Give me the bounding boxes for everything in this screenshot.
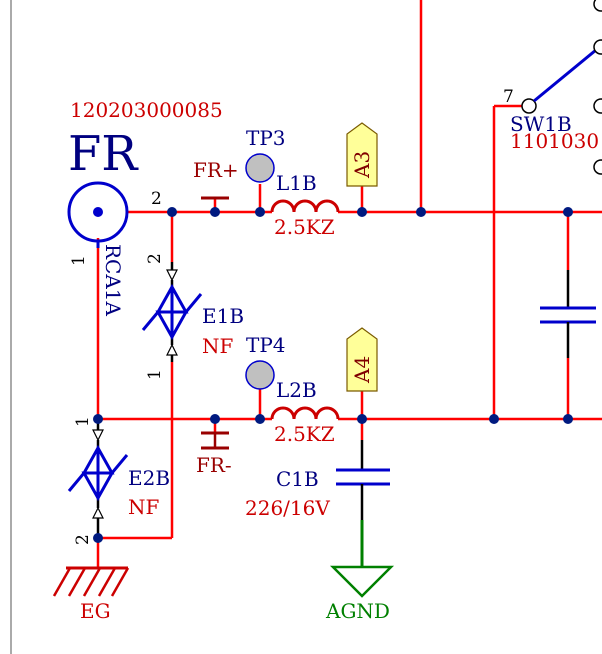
capacitor-right-partial — [540, 270, 596, 358]
capacitor-c1b: C1B 226/16V — [245, 440, 390, 567]
sw1b-pin: 7 — [503, 87, 514, 107]
port-a3: A3 — [346, 122, 378, 187]
net-label-fr-minus: FR- — [196, 431, 232, 477]
connector-ref: RCA1A — [101, 244, 125, 317]
e2b-pin-bottom: 2 — [73, 534, 93, 545]
connector-part-number: 120203000085 — [70, 98, 223, 122]
tp3-label: TP3 — [246, 126, 286, 150]
net-label-fr-plus: FR+ — [193, 158, 239, 200]
e1b-value: NF — [202, 334, 234, 358]
rca-connector: 120203000085 FR RCA1A 1 2 — [67, 98, 223, 317]
inductor-l2: L2B 2.5KZ — [270, 378, 340, 446]
e2b-value: NF — [128, 495, 160, 519]
c1b-ref: C1B — [276, 467, 319, 491]
testpoint-tp4: TP4 — [245, 333, 286, 390]
l1-ref: L1B — [276, 171, 317, 195]
l2-value: 2.5KZ — [274, 422, 335, 446]
a3-label: A3 — [350, 151, 374, 179]
e1b-pin-top: 2 — [145, 253, 165, 264]
e1b-pin-bottom: 1 — [145, 369, 165, 380]
analog-ground-agnd: AGND — [325, 565, 395, 623]
junctions — [93, 207, 573, 543]
sw1b-part-fragment: 1101030 — [510, 129, 599, 153]
connector-name: FR — [68, 126, 139, 182]
e1b-ref: E1B — [202, 304, 244, 328]
tvs-e1b: E1B NF 2 1 — [141, 253, 244, 380]
connector-pin2: 2 — [151, 189, 162, 209]
earth-ground-eg: EG — [52, 566, 130, 623]
testpoint-tp3: TP3 — [245, 126, 286, 183]
connector-pin1: 1 — [69, 255, 89, 266]
l1-value: 2.5KZ — [274, 215, 335, 239]
e2b-pin-top: 1 — [73, 416, 93, 427]
a4-label: A4 — [350, 356, 374, 384]
fr-minus-label: FR- — [196, 453, 232, 477]
tp4-label: TP4 — [246, 333, 286, 357]
port-a4: A4 — [346, 327, 378, 392]
wires — [96, 0, 602, 568]
eg-label: EG — [80, 599, 111, 623]
fr-plus-label: FR+ — [193, 158, 239, 182]
c1b-value: 226/16V — [245, 496, 330, 520]
tvs-e2b: E2B NF 1 2 — [67, 416, 170, 545]
sw1b-ref: SW1B — [510, 112, 572, 136]
inductor-l1: L1B 2.5KZ — [270, 171, 340, 239]
agnd-label: AGND — [325, 599, 390, 623]
e2b-ref: E2B — [128, 466, 170, 490]
l2-ref: L2B — [276, 378, 317, 402]
switch-sw1b: 7 SW1B 1101030 — [503, 0, 602, 175]
